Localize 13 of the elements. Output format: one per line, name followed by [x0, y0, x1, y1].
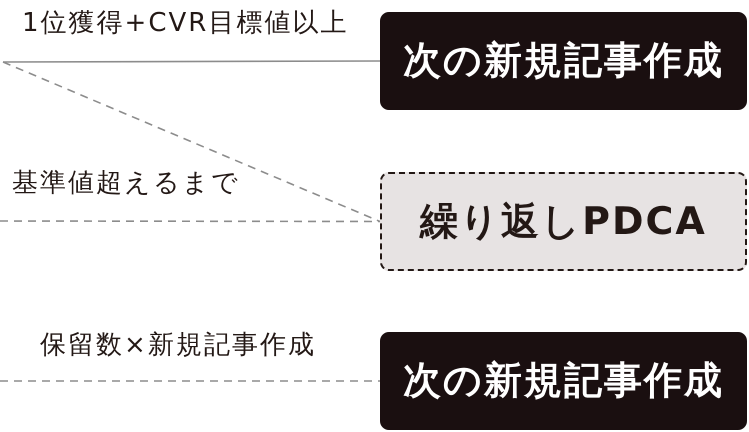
process-box [380, 172, 747, 271]
box-label: 次の新規記事作成 [403, 358, 724, 404]
connector-line [0, 220, 380, 222]
connector-line [0, 380, 380, 382]
edge-label: 基準値超えるまで [12, 168, 240, 200]
edge-label: 1位獲得+CVR目標値以上 [22, 8, 348, 40]
connector-line [3, 60, 380, 63]
process-box [380, 332, 747, 430]
edge-label: 保留数×新規記事作成 [40, 330, 316, 362]
process-box [380, 12, 747, 110]
box-label: 繰り返しPDCA [420, 198, 707, 244]
connector-line [2, 61, 380, 222]
box-label: 次の新規記事作成 [403, 38, 724, 84]
